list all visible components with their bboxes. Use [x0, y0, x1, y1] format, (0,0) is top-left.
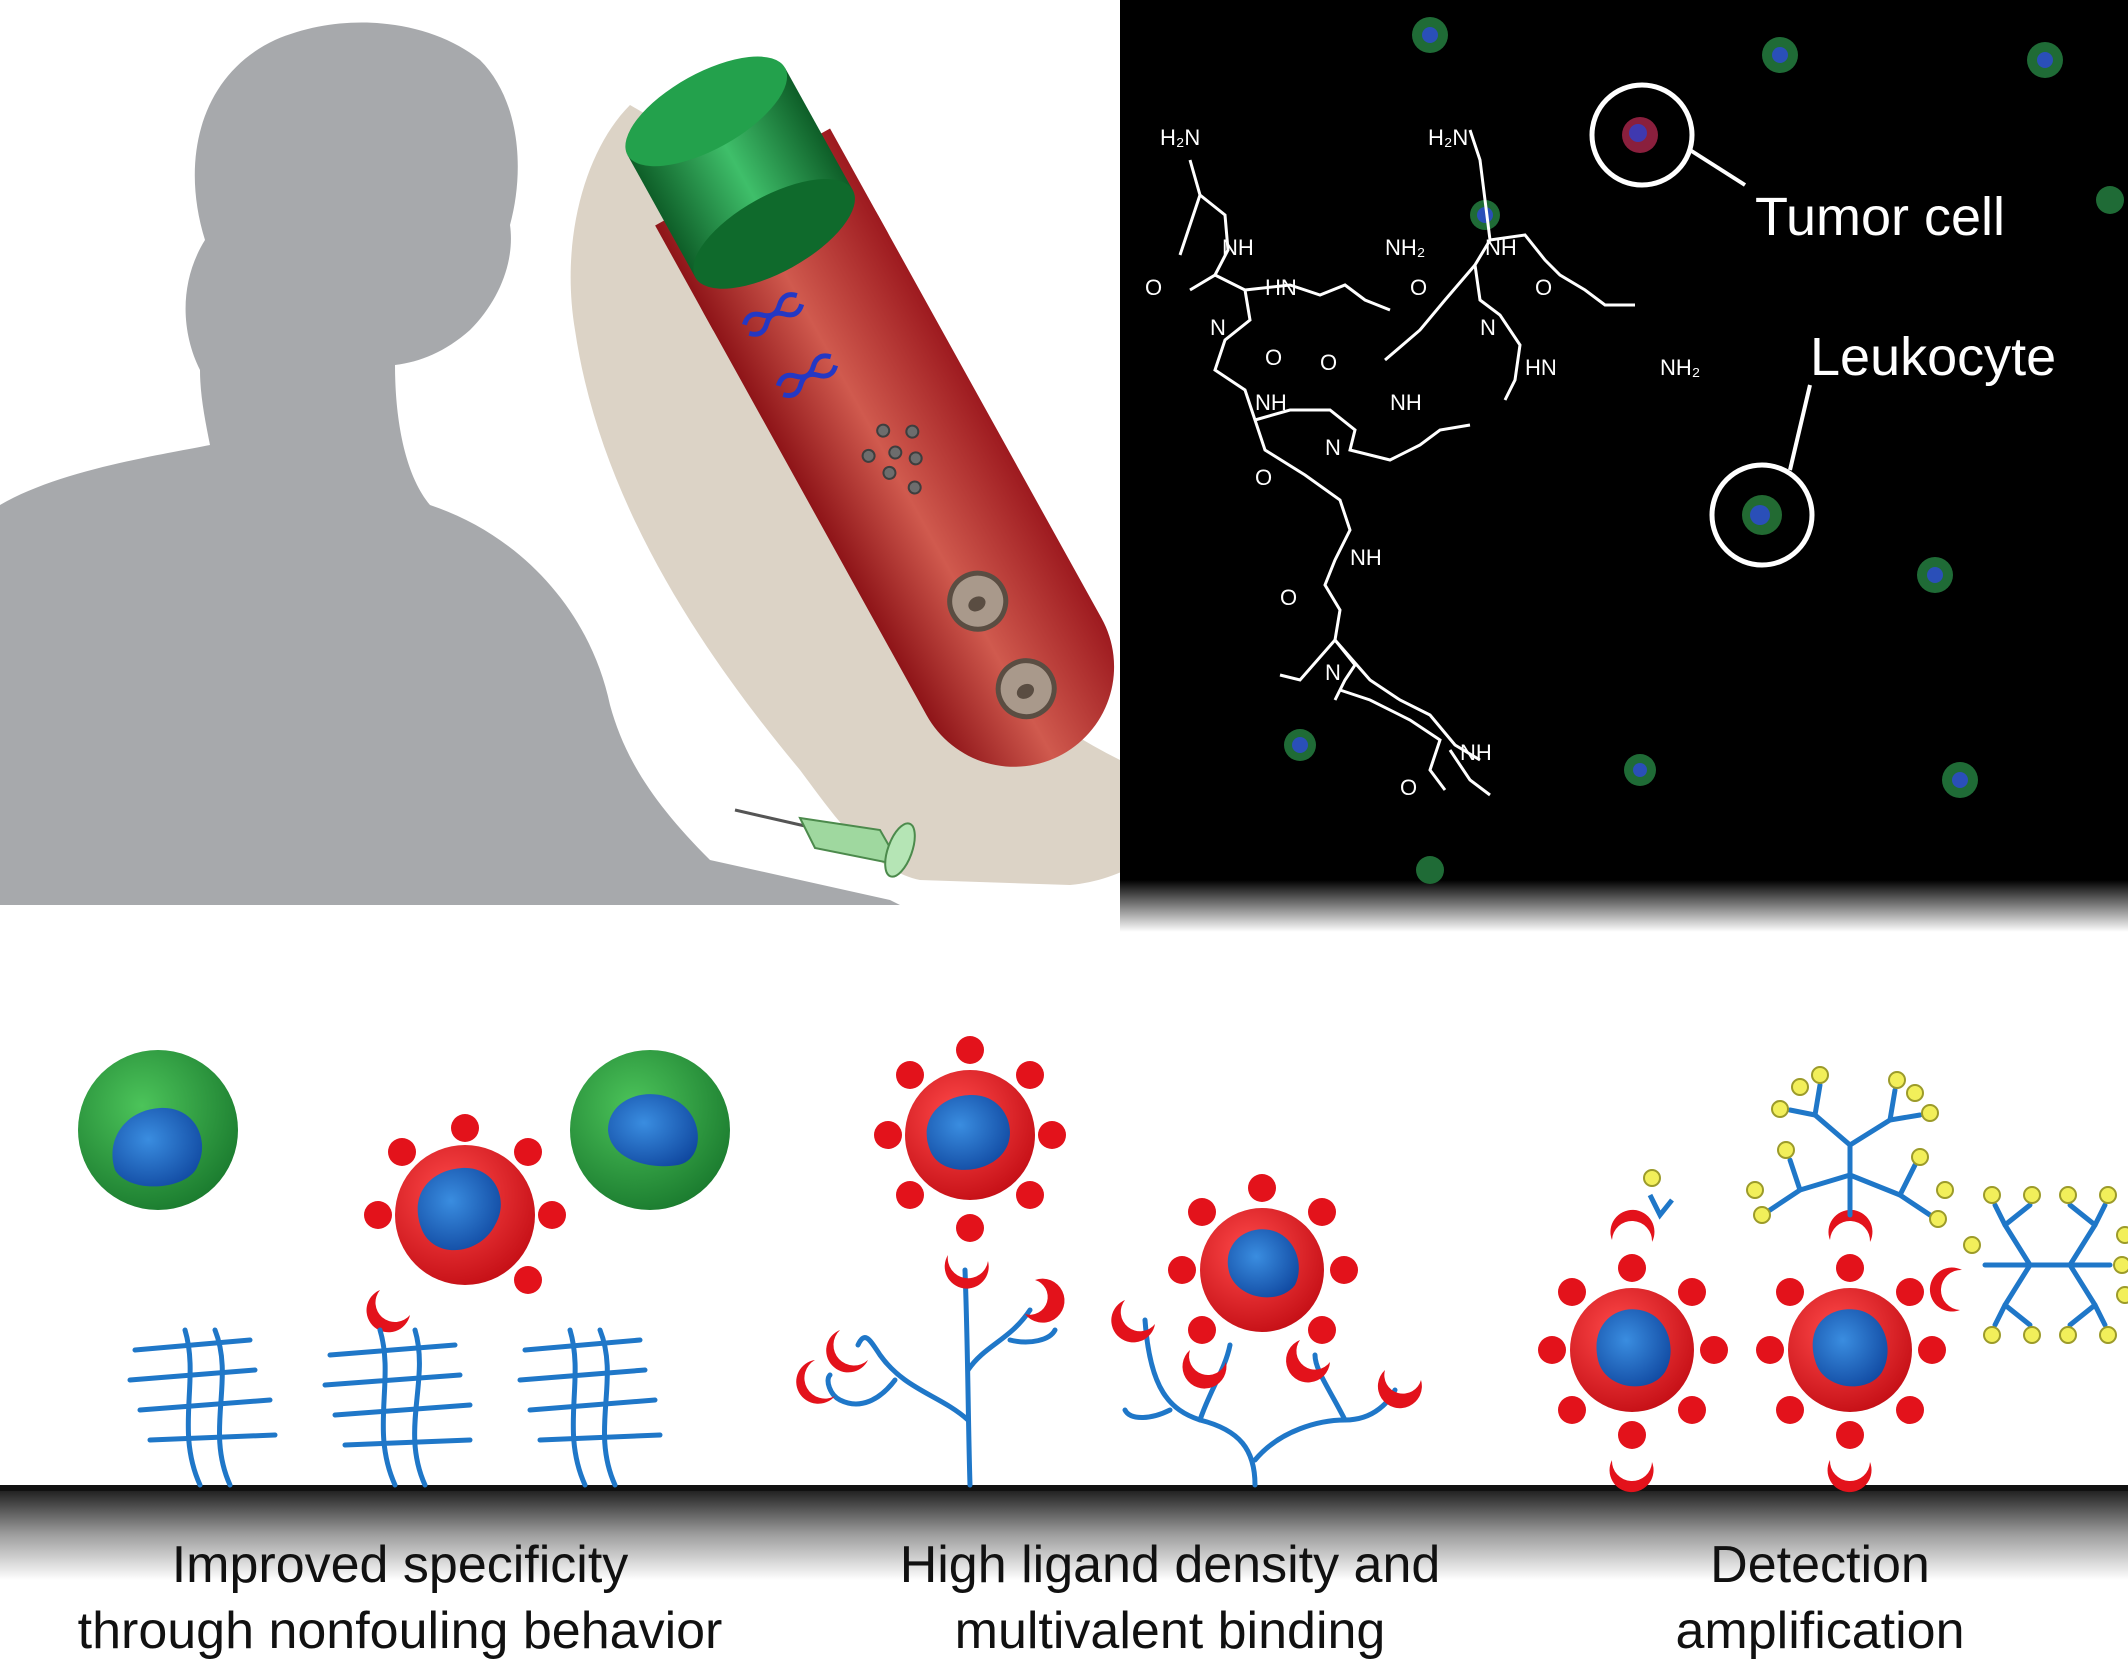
caption-line: Improved specificity [171, 1536, 629, 1594]
chem-o: O [1320, 350, 1337, 375]
leukocyte-label: Leukocyte [1810, 327, 2056, 387]
dna-strand-icon [741, 292, 839, 398]
chem-n: N [1325, 660, 1341, 685]
tumor-cell [1168, 1174, 1358, 1344]
dendrimer-tail [1339, 688, 1491, 797]
blood-collection-tube [625, 56, 1115, 767]
tube-cap [625, 56, 855, 289]
caption-line: High ligand density and [899, 1536, 1441, 1594]
panel-amplification [1538, 1066, 2128, 1493]
chem-nh: NH [1390, 390, 1422, 415]
chem-nh: NH [1255, 390, 1287, 415]
tumor-cell [1538, 1254, 1728, 1449]
tumor-cell [364, 1114, 566, 1333]
chem-h2n: H₂N [1160, 125, 1200, 150]
leukocyte-highlight: Leukocyte [1709, 327, 2056, 568]
chem-o: O [1400, 775, 1417, 800]
tumor-cell-highlight: Tumor cell [1589, 82, 2005, 247]
tumor-cell [874, 1036, 1066, 1242]
panel-nonfouling [78, 1050, 730, 1488]
nonfouling-polymer-brush [127, 1327, 663, 1488]
chem-o: O [1410, 275, 1427, 300]
substrate-surface [0, 1485, 2128, 1580]
chem-o: O [1145, 275, 1162, 300]
chem-h2n: H₂N [1428, 125, 1468, 150]
dendrimer-amplifier [1746, 1066, 1954, 1228]
ligand-receptor-caps [796, 1255, 1422, 1409]
tube-cell [995, 658, 1057, 720]
chem-nh: NH [1350, 545, 1382, 570]
chem-hn: HN [1265, 275, 1297, 300]
exosome-dots [861, 423, 923, 495]
chem-o: O [1535, 275, 1552, 300]
dendrimer-structure [1178, 129, 1635, 762]
nucleus-dot [1292, 27, 2053, 788]
chem-n: N [1325, 435, 1341, 460]
caption-line: multivalent binding [954, 1602, 1386, 1660]
chem-nh: NH [1485, 235, 1517, 260]
tumor-cell [1756, 1254, 1946, 1449]
chem-o: O [1255, 465, 1272, 490]
chem-o: O [1280, 585, 1297, 610]
syringe-needle [734, 808, 916, 878]
fluorescence-micrograph: H₂N H₂N NH NH HN NH₂ O O O N N HN NH₂ O … [1120, 0, 2128, 932]
patient-silhouette [0, 22, 900, 906]
caption-line: through nonfouling behavior [77, 1602, 723, 1660]
chem-nh2: NH₂ [1385, 235, 1425, 260]
chem-o: O [1265, 345, 1282, 370]
panel-multivalent [796, 1036, 1422, 1488]
chem-hn: HN [1525, 355, 1557, 380]
caption-specificity: Improved specificity through nonfouling … [20, 1532, 780, 1664]
leukocyte-cell [78, 1050, 238, 1210]
leukocyte-cell [570, 1050, 730, 1210]
small-detection-probe [1643, 1169, 1674, 1220]
chem-n: N [1480, 315, 1496, 340]
chem-nh: NH [1460, 740, 1492, 765]
chem-nh2: NH₂ [1660, 355, 1700, 380]
chem-nh: NH [1222, 235, 1254, 260]
detection-caps [1609, 1209, 1962, 1493]
chem-atom-labels: H₂N H₂N NH NH HN NH₂ O O O N N HN NH₂ O … [1145, 125, 1700, 800]
caption-line: amplification [1675, 1602, 1965, 1660]
tube-cell [947, 570, 1009, 632]
chem-n: N [1210, 315, 1226, 340]
dendrimer-amplifier [1963, 1186, 2128, 1344]
caption-multivalent: High ligand density and multivalent bind… [840, 1532, 1500, 1664]
tumor-cell-label: Tumor cell [1755, 187, 2005, 247]
caption-amplification: Detection amplification [1600, 1532, 2040, 1664]
caption-line: Detection [1710, 1536, 1930, 1594]
